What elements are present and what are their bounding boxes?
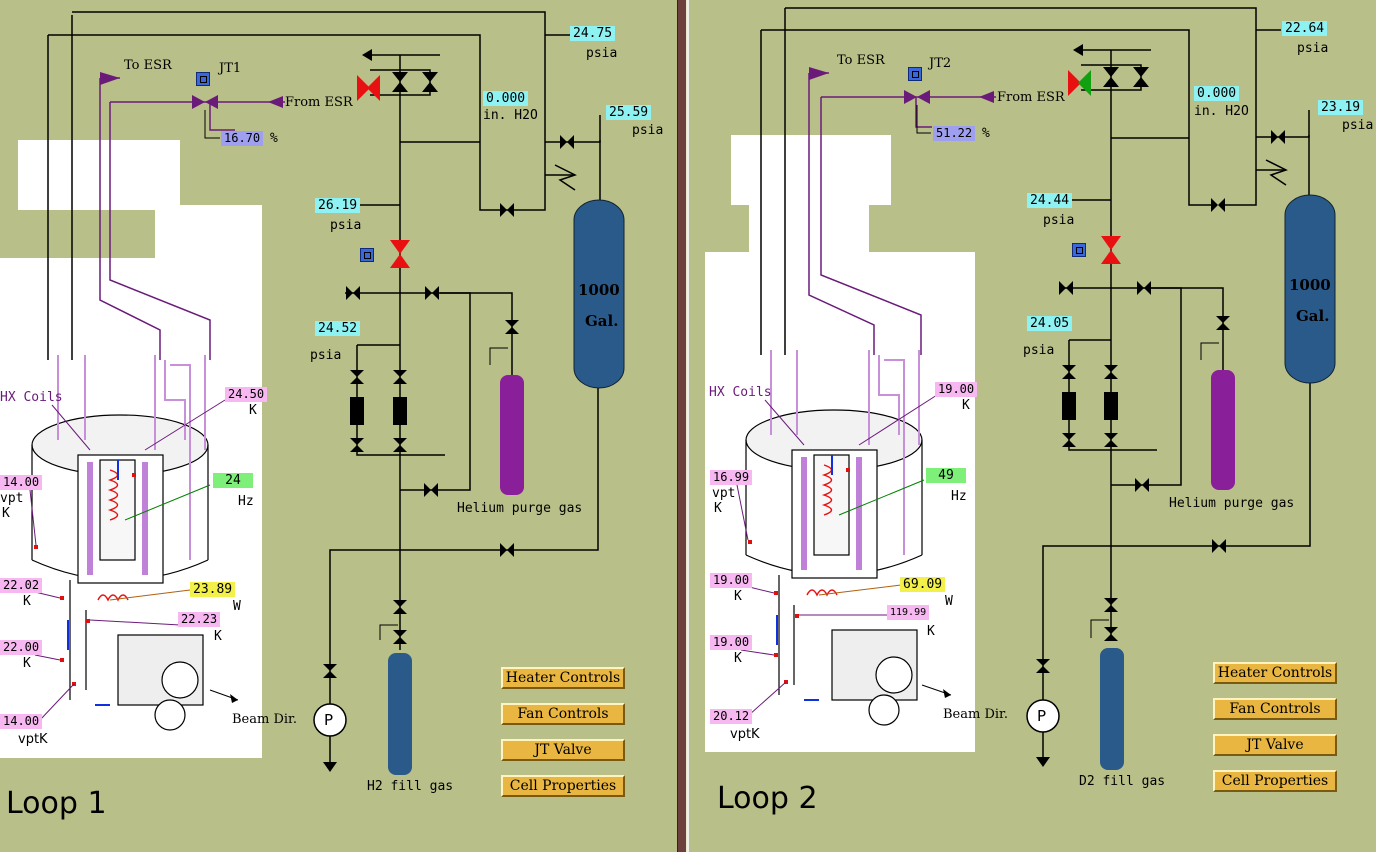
temp-left2-unit: K <box>23 656 31 671</box>
jt-value: 51.22 <box>933 126 976 141</box>
loop2-panel: 1000 To ESR JT2 From ESR 51.22 % 22.64 p… <box>687 0 1376 852</box>
heater-w-unit: W <box>945 594 953 609</box>
h2o-value: 0.000 <box>483 91 529 106</box>
hx-coils-label: HX Coils <box>709 385 772 400</box>
vptk-label: vptK <box>730 727 760 742</box>
pressure-mid-value: 26.19 <box>315 198 361 213</box>
fan-controls-button[interactable]: Fan Controls <box>501 703 625 725</box>
vpt-unit: K <box>714 501 722 516</box>
fan-hz-unit: Hz <box>238 494 254 509</box>
valve-control-icon[interactable] <box>360 248 374 262</box>
vpt-value: 16.99 <box>710 470 753 485</box>
heater-w-value: 69.09 <box>900 577 946 592</box>
pressure-top-unit: psia <box>1297 41 1329 56</box>
pressure-tank-unit: psia <box>1342 118 1374 133</box>
fan-controls-button[interactable]: Fan Controls <box>1213 698 1337 720</box>
vptk-value: 14.00 <box>0 714 43 729</box>
heater-controls-button[interactable]: Heater Controls <box>501 667 625 689</box>
jt-valve-button[interactable]: JT Valve <box>1213 734 1337 756</box>
from-esr-label: From ESR <box>997 90 1065 105</box>
temp-pipe-value: 22.23 <box>178 612 221 627</box>
fill-gas-label: H2 fill gas <box>367 779 454 794</box>
svg-text:1000: 1000 <box>1289 276 1331 294</box>
pressure-top-value: 24.75 <box>570 26 616 41</box>
pressure-mid-unit: psia <box>330 218 362 233</box>
jt-label: JT1 <box>219 61 242 76</box>
h2o-unit: in. H2O <box>1194 104 1249 119</box>
temp-top-unit: K <box>249 403 257 418</box>
vpt-label: vpt <box>0 491 24 506</box>
loop2-schematic: 1000 <box>705 7 1336 770</box>
temp-left1-unit: K <box>734 589 742 604</box>
jt-control-icon[interactable] <box>908 67 922 81</box>
beam-dir-label: Beam Dir. <box>232 712 297 727</box>
fan-hz-unit: Hz <box>951 489 967 504</box>
purge-gas-label: Helium purge gas <box>1169 496 1295 511</box>
jt-control-icon[interactable] <box>196 72 210 86</box>
heater-w-unit: W <box>233 599 241 614</box>
temp-top-unit: K <box>962 398 970 413</box>
h2o-value: 0.000 <box>1194 86 1240 101</box>
pressure-tank-value: 25.59 <box>606 105 652 120</box>
svg-text:1000: 1000 <box>578 281 620 299</box>
pump-icon[interactable]: P <box>324 711 334 729</box>
temp-top-value: 24.50 <box>225 387 268 402</box>
jt-unit: % <box>982 126 990 141</box>
pressure-tank-value: 23.19 <box>1318 100 1364 115</box>
pressure-top-unit: psia <box>586 46 618 61</box>
jt-value: 16.70 <box>221 131 264 146</box>
cell-properties-button[interactable]: Cell Properties <box>501 775 625 797</box>
loop1-panel: 1000 To ESR JT1 From ESR 16.70 % 24.75 p… <box>0 0 677 852</box>
temp-left2-value: 19.00 <box>710 635 753 650</box>
vpt-label: vpt <box>712 486 736 501</box>
temp-pipe-unit: K <box>927 624 935 639</box>
tank-gal-label: Gal. <box>585 312 619 330</box>
temp-left1-value: 19.00 <box>710 573 753 588</box>
loop1-title: Loop 1 <box>6 786 107 821</box>
pressure-tank-unit: psia <box>632 123 664 138</box>
temp-pipe-unit: K <box>214 629 222 644</box>
heater-controls-button[interactable]: Heater Controls <box>1213 662 1337 684</box>
fan-hz-value: 24 <box>213 473 253 488</box>
pressure-lower-unit: psia <box>1023 343 1055 358</box>
panel-divider <box>677 0 687 852</box>
temp-pipe-value: 119.99 <box>887 605 930 620</box>
jt-label: JT2 <box>929 56 952 71</box>
hx-coils-label: HX Coils <box>0 390 63 405</box>
vptk-value: 20.12 <box>710 709 753 724</box>
jt-unit: % <box>270 131 278 146</box>
fill-gas-label: D2 fill gas <box>1079 774 1166 789</box>
to-esr-label: To ESR <box>124 58 172 73</box>
pressure-lower-value: 24.05 <box>1027 316 1073 331</box>
pressure-lower-unit: psia <box>310 348 342 363</box>
fan-hz-value: 49 <box>926 468 966 483</box>
pressure-lower-value: 24.52 <box>315 321 361 336</box>
loop2-title: Loop 2 <box>717 781 818 816</box>
pressure-top-value: 22.64 <box>1282 21 1328 36</box>
valve-control-icon[interactable] <box>1072 243 1086 257</box>
temp-left1-unit: K <box>23 594 31 609</box>
temp-left1-value: 22.02 <box>0 578 43 593</box>
vpt-value: 14.00 <box>0 475 43 490</box>
pressure-mid-unit: psia <box>1043 213 1075 228</box>
beam-dir-label: Beam Dir. <box>943 707 1008 722</box>
pressure-mid-value: 24.44 <box>1027 193 1073 208</box>
tank-gal-label: Gal. <box>1296 307 1330 325</box>
vptk-label: vptK <box>18 732 48 747</box>
purge-gas-label: Helium purge gas <box>457 501 583 516</box>
from-esr-label: From ESR <box>285 95 353 110</box>
cell-properties-button[interactable]: Cell Properties <box>1213 770 1337 792</box>
temp-top-value: 19.00 <box>935 382 978 397</box>
vpt-unit: K <box>2 506 10 521</box>
heater-w-value: 23.89 <box>190 582 236 597</box>
jt-valve-button[interactable]: JT Valve <box>501 739 625 761</box>
h2o-unit: in. H2O <box>483 108 538 123</box>
to-esr-label: To ESR <box>837 53 885 68</box>
pump-icon[interactable]: P <box>1037 707 1047 725</box>
temp-left2-unit: K <box>734 651 742 666</box>
loop1-schematic: 1000 <box>0 11 625 775</box>
temp-left2-value: 22.00 <box>0 640 43 655</box>
